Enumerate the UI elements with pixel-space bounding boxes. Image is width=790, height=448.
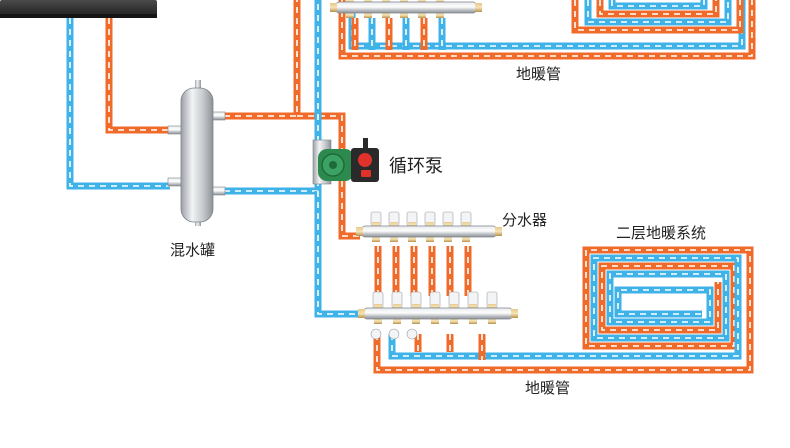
collector-manifold (358, 291, 518, 340)
label-water-distributor: 分水器 (502, 211, 547, 229)
collector-valve (372, 291, 384, 324)
top-manifold-valve (418, 0, 426, 18)
pipe-network (66, 0, 756, 374)
pipe-boiler-supply (105, 18, 170, 134)
pipe-tank-cold-up (224, 0, 322, 195)
pipe-top-coil-3 (596, 0, 720, 18)
pipe-top-coil-1 (571, 0, 744, 34)
boiler-unit (0, 0, 157, 18)
distributor-body (361, 225, 497, 238)
pipe-top-coil-4 (608, 0, 708, 10)
top-manifold-body (335, 1, 477, 14)
label-floor-heating-pipe-top: 地暖管 (516, 65, 561, 83)
collector-valve (391, 291, 403, 324)
label-mixing-tank: 混水罐 (170, 241, 215, 259)
circulation-pump (312, 138, 379, 185)
collector-gauge-icon (370, 328, 382, 340)
collector-gauge-icon (388, 328, 400, 340)
pipe-boiler-return (66, 18, 170, 190)
pipe-second-floor-cold-loop (388, 254, 742, 360)
collector-valve (467, 291, 479, 324)
collector-valve (448, 291, 460, 324)
top-manifold-valve (364, 0, 372, 18)
top-manifold (330, 0, 482, 18)
top-manifold-valve (346, 0, 354, 18)
pipe-top-coil-2 (584, 0, 732, 26)
label-second-floor-system: 二层地暖系统 (616, 224, 706, 242)
pipe-return-to-collector (314, 191, 362, 318)
top-manifold-valve (382, 0, 390, 18)
distributor-valve (388, 211, 400, 242)
pipe-top-loop-outer (338, 0, 756, 60)
top-manifold-valve (436, 0, 444, 18)
top-manifold-valve (400, 0, 408, 18)
collector-gauge-icon (406, 328, 418, 340)
distributor-valve (424, 211, 436, 242)
label-floor-heating-pipe-bottom: 地暖管 (525, 379, 570, 397)
collector-valve (486, 291, 498, 324)
mixing-tank (167, 80, 226, 226)
distributor-valve (442, 211, 454, 242)
collector-body (363, 307, 513, 320)
label-circulation-pump: 循环泵 (389, 156, 443, 177)
pipe-second-floor-hot-loop (373, 246, 754, 374)
pipe-tank-hot-up (224, 0, 301, 120)
water-distributor-manifold (356, 211, 502, 242)
collector-valve (429, 291, 441, 324)
